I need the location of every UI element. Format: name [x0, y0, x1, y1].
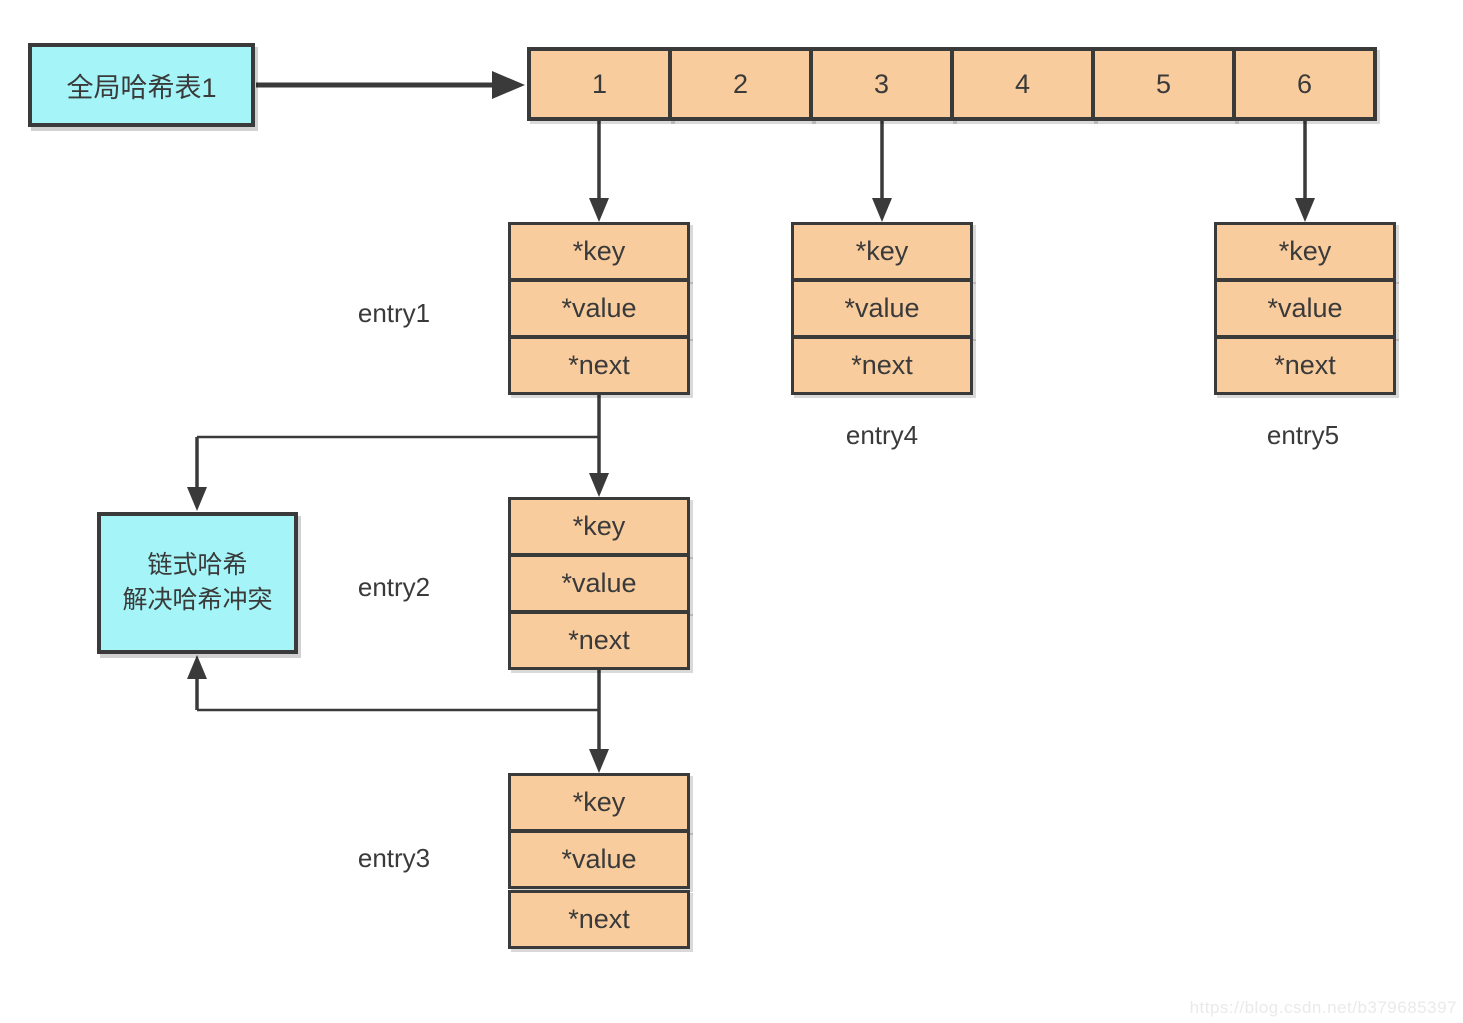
entry2-value-field: *value	[508, 554, 690, 613]
entry3-next-field: *next	[508, 890, 690, 949]
bucket-cell-4: 4	[950, 47, 1095, 121]
entry2-next-field: *next	[508, 611, 690, 670]
arrowhead-into-chain-note-top	[187, 487, 207, 511]
arrowhead-into-chain-note-bottom	[187, 655, 207, 679]
entry2-label: entry2	[357, 572, 431, 602]
bucket-cell-5: 5	[1091, 47, 1236, 121]
entry5-label: entry5	[1266, 420, 1340, 450]
entry5-key-field: *key	[1214, 222, 1396, 281]
entry2-node: *key *value *next	[508, 497, 690, 670]
entry4-label: entry4	[845, 420, 919, 450]
entry5-next-field: *next	[1214, 336, 1396, 395]
entry3-node: *key *value *next	[508, 773, 690, 949]
bucket-cell-3: 3	[809, 47, 954, 121]
arrowhead-bucket1-to-entry1	[589, 198, 609, 222]
entry4-value-field: *value	[791, 279, 973, 338]
global-hash-table-box: 全局哈希表1	[28, 43, 255, 127]
entry2-key-field: *key	[508, 497, 690, 556]
arrowhead-into-entry3	[589, 749, 609, 773]
entry4-next-field: *next	[791, 336, 973, 395]
bucket-cell-2: 2	[668, 47, 813, 121]
arrowhead-global-to-array	[492, 71, 525, 99]
chain-hash-note-line1: 链式哈希	[147, 551, 248, 579]
entry5-node: *key *value *next	[1214, 222, 1396, 395]
chain-hash-note-line2: 解决哈希冲突	[122, 586, 273, 614]
chain-hash-note-box: 链式哈希 解决哈希冲突	[97, 512, 298, 654]
arrowhead-bucket6-to-entry5	[1295, 198, 1315, 222]
bucket-cell-6: 6	[1232, 47, 1377, 121]
entry3-key-field: *key	[508, 773, 690, 832]
entry1-value-field: *value	[508, 279, 690, 338]
entry3-value-field: *value	[508, 830, 690, 889]
entry4-key-field: *key	[791, 222, 973, 281]
entry5-value-field: *value	[1214, 279, 1396, 338]
arrowhead-bucket3-to-entry4	[872, 198, 892, 222]
entry1-label: entry1	[357, 298, 431, 328]
entry1-node: *key *value *next	[508, 222, 690, 395]
entry4-node: *key *value *next	[791, 222, 973, 395]
entry3-label: entry3	[357, 843, 431, 873]
entry1-key-field: *key	[508, 222, 690, 281]
global-hash-table-label: 全局哈希表1	[66, 72, 217, 103]
arrowhead-into-entry2	[589, 473, 609, 497]
bucket-cell-1: 1	[527, 47, 672, 121]
entry1-next-field: *next	[508, 336, 690, 395]
hash-bucket-array: 1 2 3 4 5 6	[527, 47, 1377, 121]
watermark-url: https://blog.csdn.net/b379685397	[1189, 998, 1457, 1017]
